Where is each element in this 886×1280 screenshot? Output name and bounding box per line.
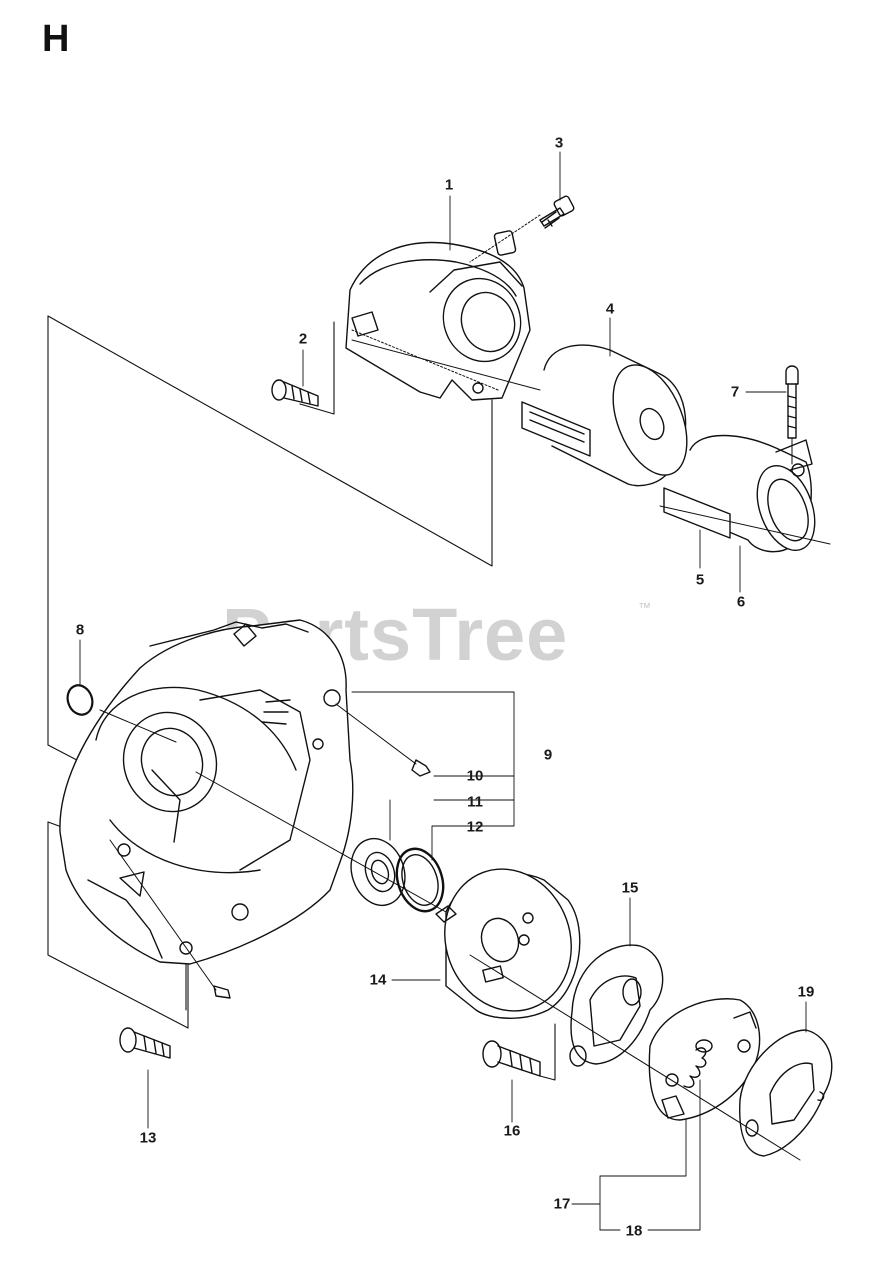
part-18-spring xyxy=(683,1039,713,1088)
callout-7: 7 xyxy=(730,383,740,401)
callout-6: 6 xyxy=(736,593,746,611)
lower-pin xyxy=(213,985,231,999)
part-16-bolt xyxy=(482,1040,541,1077)
callout-2: 2 xyxy=(298,330,308,348)
part-14-clutch-drum xyxy=(435,868,581,1019)
callout-14: 14 xyxy=(369,971,387,989)
callout-5: 5 xyxy=(695,571,705,589)
part-8-o-ring xyxy=(66,684,94,716)
callout-11: 11 xyxy=(467,793,483,811)
callout-8: 8 xyxy=(75,621,85,639)
callout-4: 4 xyxy=(605,300,615,318)
callout-13: 13 xyxy=(139,1129,157,1147)
callout-10: 10 xyxy=(466,767,484,785)
part-7-screw xyxy=(785,365,799,439)
callout-12: 12 xyxy=(466,818,484,836)
part-19-plate xyxy=(739,1029,833,1157)
sheet-letter: H xyxy=(42,18,70,60)
callout-9: 9 xyxy=(543,746,553,764)
part-4-sleeve xyxy=(521,344,688,487)
part-3-screw xyxy=(539,195,575,229)
callout-19: 19 xyxy=(797,983,815,1001)
part-11-bearing xyxy=(350,837,406,907)
callout-1: 1 xyxy=(444,176,454,194)
callout-18: 18 xyxy=(625,1222,643,1240)
crankcase-housing xyxy=(59,619,354,965)
part-2-screw xyxy=(271,379,319,407)
part-13-screw xyxy=(119,1027,171,1059)
watermark-trademark: ™ xyxy=(638,600,651,615)
callout-17: 17 xyxy=(553,1195,571,1213)
assembly-axes xyxy=(99,214,831,1161)
callout-16: 16 xyxy=(503,1122,521,1140)
callout-3: 3 xyxy=(554,134,564,152)
callout-15: 15 xyxy=(621,879,639,897)
part-6-clamp xyxy=(663,434,816,553)
part-1-upper-housing xyxy=(345,230,531,401)
part-15-washer-plate xyxy=(569,944,664,1067)
leader-lines xyxy=(79,151,807,1231)
part-12-circlip xyxy=(395,847,445,913)
